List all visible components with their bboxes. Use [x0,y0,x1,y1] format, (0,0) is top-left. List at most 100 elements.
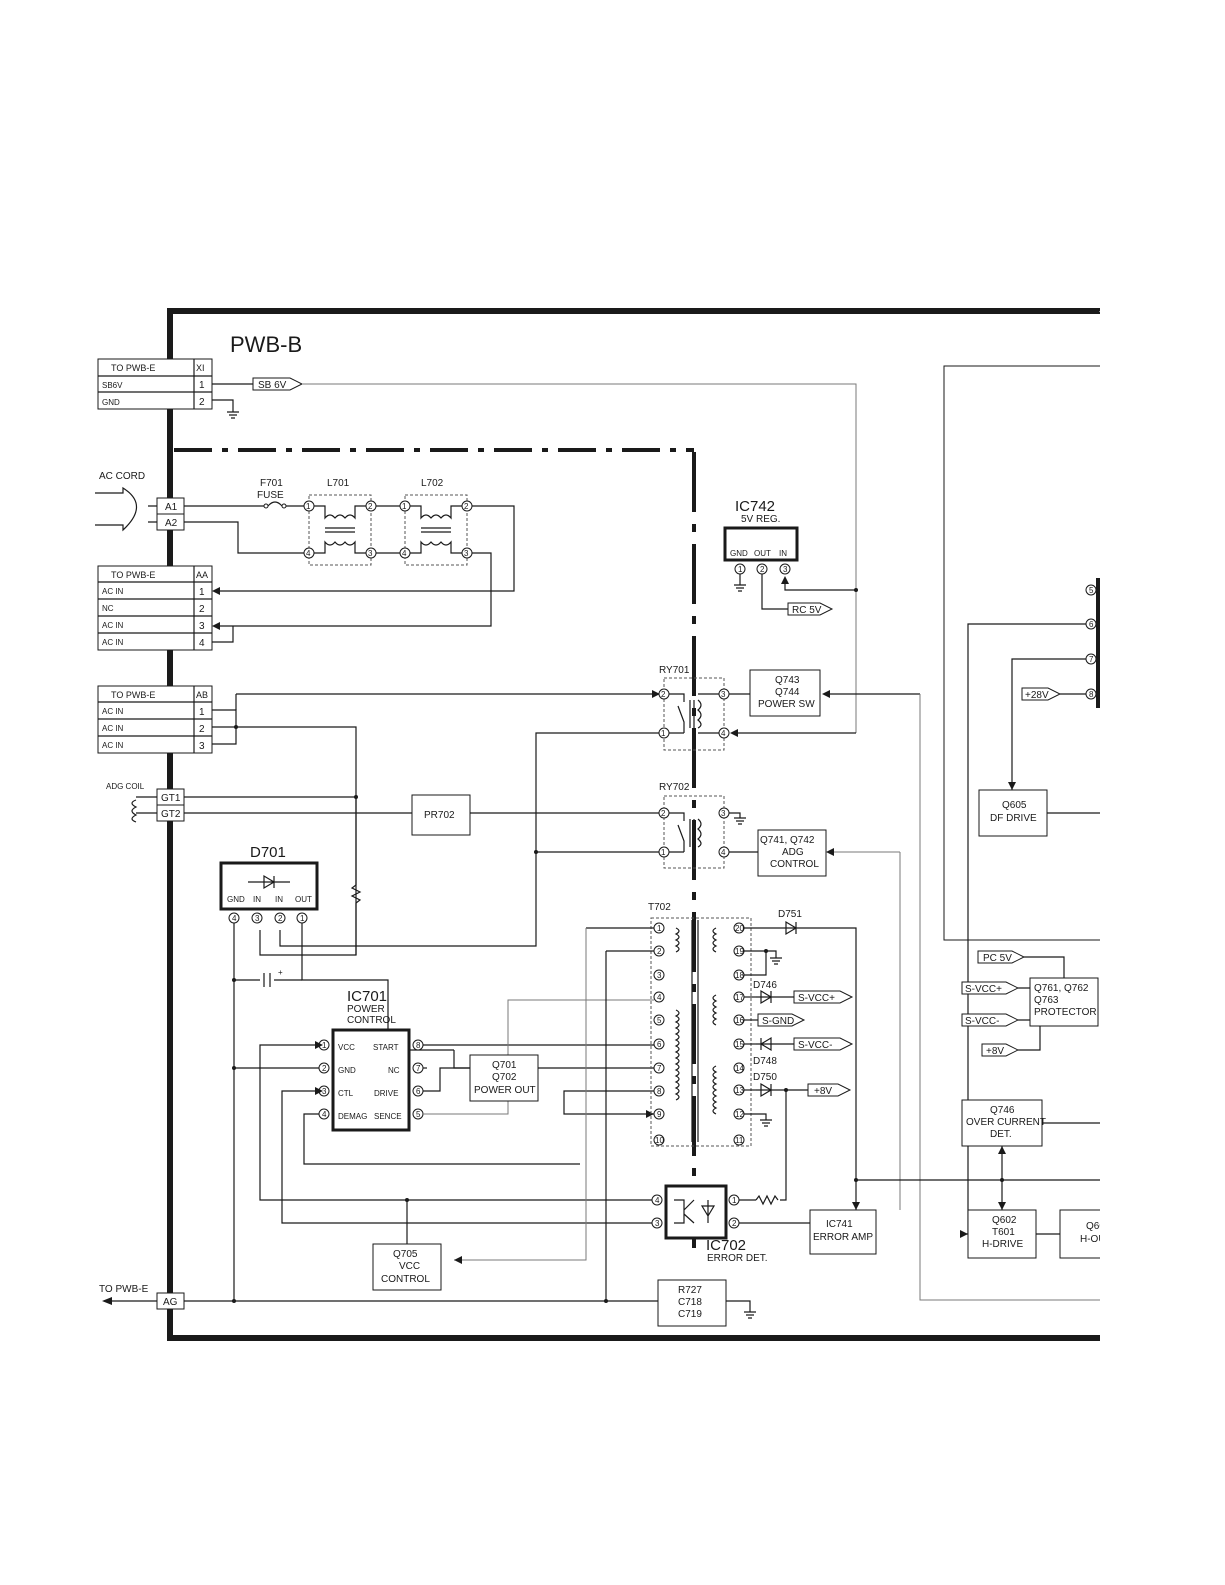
svg-text:AC IN: AC IN [102,724,124,733]
svg-text:IC701: IC701 [347,988,387,1005]
connector-aa: TO PWB-E AA AC IN 1 NC 2 AC IN 3 AC IN 4 [97,565,213,651]
svg-text:4: 4 [721,848,726,857]
p28v-arrow: +28V [1021,687,1062,701]
q701-power-out: Q701 Q702 POWER OUT [469,1054,539,1102]
svg-text:Q741, Q742: Q741, Q742 [760,835,815,846]
svg-text:2: 2 [199,604,205,615]
board-name: PWB-B [230,332,302,357]
svg-text:CONTROL: CONTROL [381,1274,430,1285]
xi-row2-pin: 2 [199,397,205,408]
svg-text:RC 5V: RC 5V [792,605,822,616]
svg-text:7: 7 [416,1064,421,1073]
pc5v-arrow: PC 5V [977,950,1026,964]
svg-text:GND: GND [227,895,245,904]
svg-text:2: 2 [278,914,283,923]
t702-pin [733,1062,745,1074]
t702-pin-number: 16 [735,1016,744,1025]
svg-text:AC IN: AC IN [102,638,124,647]
q746-over-current: Q746 OVER CURRENT DET. [961,1099,1046,1147]
svg-text:VCC: VCC [399,1261,420,1272]
svg-text:OUT: OUT [295,895,312,904]
svg-text:C719: C719 [678,1309,702,1320]
svg-text:PR702: PR702 [424,810,455,821]
svg-text:4: 4 [655,1196,660,1205]
svg-text:IN: IN [779,549,787,558]
svg-text:CONTROL: CONTROL [770,859,819,870]
svg-text:1: 1 [306,502,311,511]
svg-text:1: 1 [402,502,407,511]
svg-text:Q763: Q763 [1034,995,1059,1006]
sb6v-arrow: SB 6V [252,377,304,391]
svg-text:3: 3 [368,549,373,558]
board-outline [167,308,1100,1341]
svg-text:AC IN: AC IN [102,707,124,716]
t702-pin-number: 1 [657,924,662,933]
svg-text:Q743: Q743 [775,675,800,686]
rc5v-arrow: RC 5V [787,602,834,616]
svg-text:R727: R727 [678,1285,702,1296]
r727-snubber: R727 C718 C719 [657,1279,727,1327]
svg-text:NC: NC [388,1066,400,1075]
resistor [350,884,362,904]
svg-text:DET.: DET. [990,1129,1012,1140]
svg-text:4: 4 [199,638,205,649]
svg-text:S-VCC+: S-VCC+ [965,984,1002,995]
t702-pin-number: 19 [735,947,744,956]
svg-text:POWER: POWER [347,1004,385,1015]
adg-coil: ADG COIL GT1 GT2 [106,782,185,823]
p8v-in-arrow: +8V [981,1043,1020,1057]
svg-text:S-VCC-: S-VCC- [965,1016,999,1027]
ic742-5v-regulator: IC742 5V REG. GND OUT IN 1 2 3 [723,498,799,575]
t702-pin-number: 20 [735,924,744,933]
svg-text:2: 2 [732,1219,737,1228]
ground-icon [734,584,746,592]
svg-text:+8V: +8V [986,1046,1004,1057]
resistor [755,1194,779,1206]
d746-diode: D746 [753,980,777,1005]
t702-pin [653,1038,665,1050]
svg-text:Q701: Q701 [492,1060,517,1071]
svg-text:PC 5V: PC 5V [983,953,1012,964]
xi-row1-pin: 1 [199,380,205,391]
svg-text:6: 6 [416,1087,421,1096]
svg-text:+28V: +28V [1025,690,1049,701]
svg-text:ERROR DET.: ERROR DET. [707,1253,768,1264]
t702-pin-number: 10 [655,1136,664,1145]
svg-text:3: 3 [199,741,205,752]
svg-text:AB: AB [196,690,208,700]
q602-h-drive: Q602 T601 H-DRIVE [967,1209,1037,1259]
t702-pin-number: 18 [735,971,744,980]
svg-text:AA: AA [196,570,208,580]
xi-to: TO PWB-E [111,363,155,373]
svg-text:IC702: IC702 [706,1237,746,1254]
svg-text:2: 2 [199,724,205,735]
ground-icon [760,1119,772,1127]
svg-text:S-VCC-: S-VCC- [798,1040,832,1051]
fuse-f701: F701 FUSE [257,478,287,509]
svg-text:IC742: IC742 [735,498,775,515]
svg-text:A2: A2 [165,518,178,529]
svg-text:ADG COIL: ADG COIL [106,782,145,791]
svg-text:Q702: Q702 [492,1072,517,1083]
svg-text:AG: AG [163,1297,178,1308]
svg-text:TO PWB-E: TO PWB-E [111,690,155,700]
t702-pin [733,1134,745,1146]
svg-text:Q605: Q605 [1002,800,1027,811]
svg-text:GT2: GT2 [161,809,181,820]
svg-text:1: 1 [322,1041,327,1050]
capacitor: + [263,968,283,987]
svg-text:1: 1 [199,707,205,718]
svg-text:4: 4 [402,549,407,558]
relay-ry701: RY701 2 1 3 4 [658,665,730,751]
svcc-minus-out-arrow: S-VCC- [793,1037,854,1051]
svg-text:OUT: OUT [754,549,771,558]
svg-text:OVER CURRENT: OVER CURRENT [966,1117,1046,1128]
svg-text:4: 4 [721,729,726,738]
t702-pin [653,1014,665,1026]
d750-diode: D750 [753,1072,777,1098]
svg-text:3: 3 [199,621,205,632]
svg-text:TO PWB-E: TO PWB-E [99,1284,149,1295]
ground-icon [227,411,239,419]
